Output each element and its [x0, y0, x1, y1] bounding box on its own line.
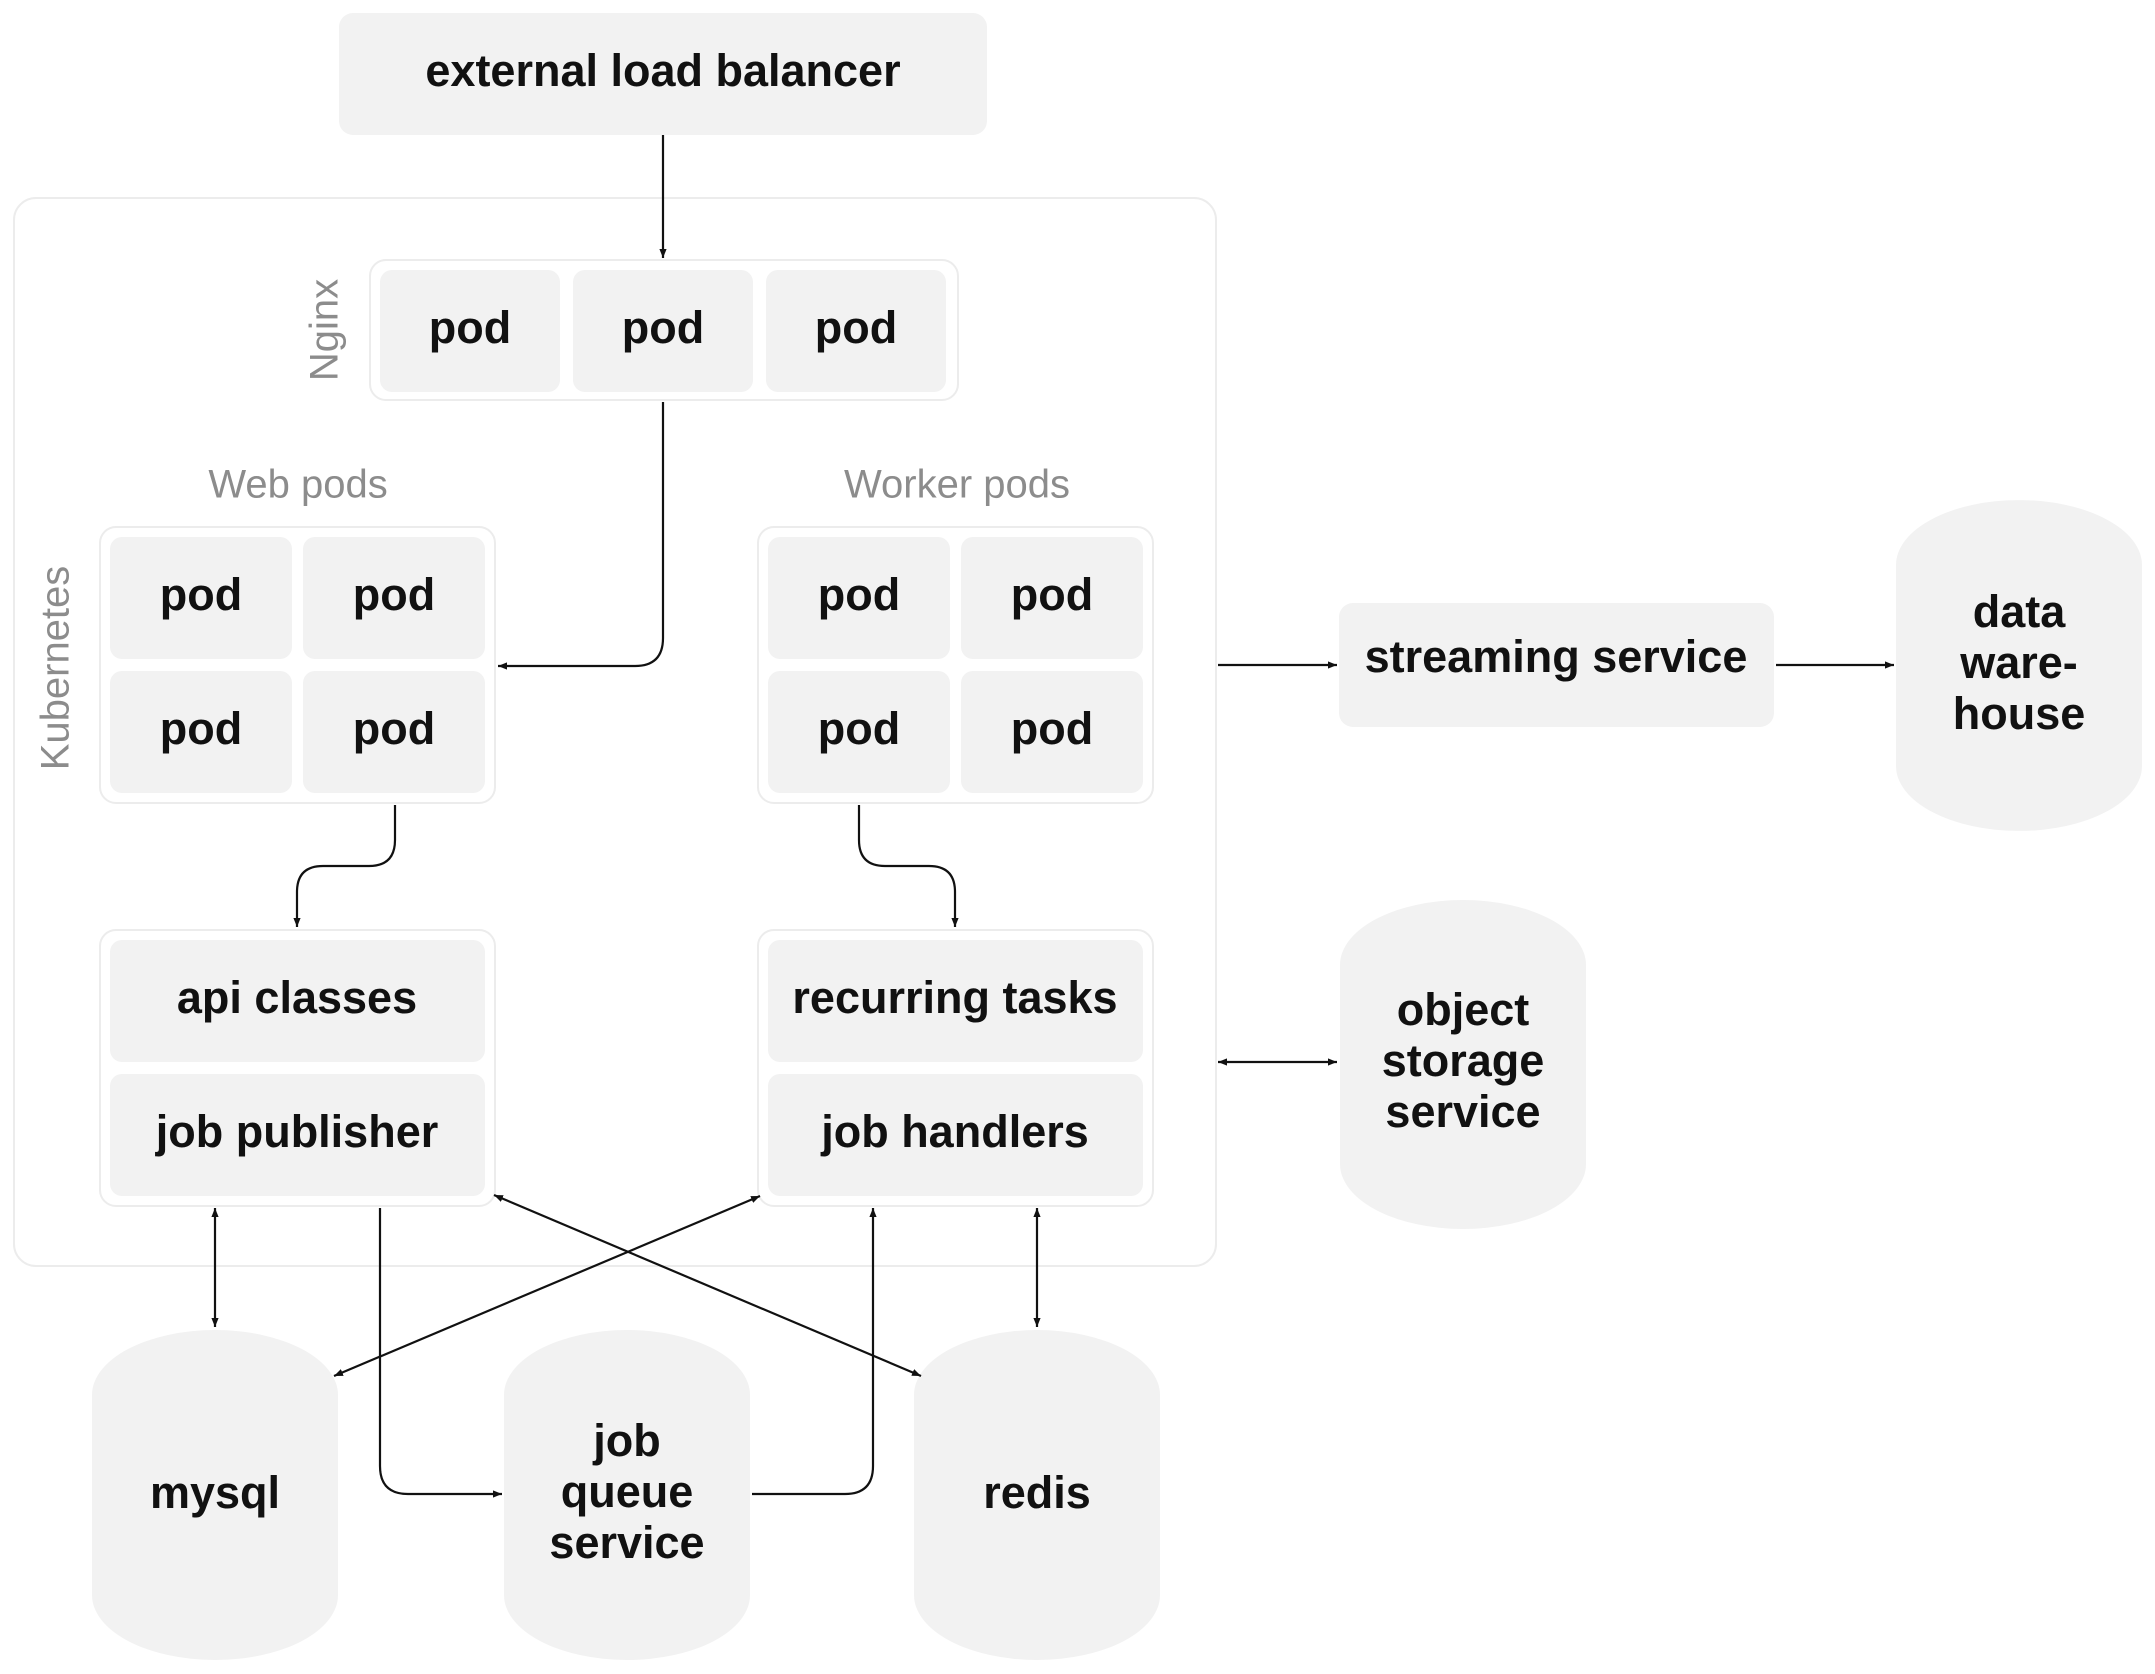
worker-pod-2: pod	[1011, 569, 1093, 620]
web-pods-group: pod pod pod pod	[99, 526, 496, 804]
object-storage-line-1: object	[1397, 984, 1530, 1035]
redis-node: redis	[914, 1330, 1160, 1660]
job-publisher-label: job publisher	[155, 1106, 439, 1157]
nginx-pod-1: pod	[429, 302, 511, 353]
edge-publisher-to-queue	[378, 1208, 502, 1498]
worker-pod-1: pod	[818, 569, 900, 620]
recurring-tasks-label: recurring tasks	[792, 972, 1117, 1023]
web-code-group: api classes job publisher	[99, 929, 496, 1207]
nginx-pod-2: pod	[622, 302, 704, 353]
edge-nginx-to-web-pods	[498, 402, 665, 670]
data-warehouse-node: data ware- house	[1896, 500, 2142, 831]
object-storage-line-2: storage	[1382, 1035, 1545, 1086]
kubernetes-label: Kubernetes	[34, 566, 78, 771]
web-pod-2: pod	[353, 569, 435, 620]
streaming-service-node: streaming service	[1339, 603, 1774, 727]
job-queue-line-1: job	[592, 1415, 660, 1466]
mysql-node: mysql	[92, 1330, 338, 1660]
object-storage-node: object storage service	[1340, 900, 1586, 1229]
nginx-label: Nginx	[303, 279, 347, 381]
web-pod-1: pod	[160, 569, 242, 620]
worker-code-group: recurring tasks job handlers	[757, 929, 1154, 1207]
web-pod-3: pod	[160, 703, 242, 754]
streaming-service-label: streaming service	[1365, 631, 1748, 682]
nginx-group: Nginx pod pod pod	[303, 259, 959, 401]
data-warehouse-line-3: house	[1953, 688, 2086, 739]
job-queue-line-3: service	[549, 1517, 704, 1568]
edge-queue-to-handlers	[752, 1208, 877, 1496]
data-warehouse-line-1: data	[1973, 586, 2067, 637]
job-queue-node: job queue service	[504, 1330, 750, 1660]
web-pods-label: Web pods	[208, 463, 387, 507]
edge-web-redis	[493, 1193, 922, 1378]
nginx-pod-3: pod	[815, 302, 897, 353]
load-balancer-node: external load balancer	[339, 13, 987, 135]
data-warehouse-line-2: ware-	[1959, 637, 2078, 688]
worker-pod-4: pod	[1011, 703, 1093, 754]
web-pod-4: pod	[353, 703, 435, 754]
edge-worker-pods-to-tasks	[857, 805, 959, 927]
api-classes-label: api classes	[177, 972, 417, 1023]
worker-pod-3: pod	[818, 703, 900, 754]
worker-pods-group: pod pod pod pod	[757, 526, 1154, 804]
load-balancer-label: external load balancer	[425, 45, 900, 96]
object-storage-line-3: service	[1385, 1086, 1540, 1137]
job-handlers-label: job handlers	[820, 1106, 1089, 1157]
job-queue-line-2: queue	[561, 1466, 694, 1517]
mysql-label: mysql	[150, 1467, 280, 1518]
redis-label: redis	[983, 1467, 1091, 1518]
edge-web-pods-to-api	[293, 805, 397, 927]
worker-pods-label: Worker pods	[844, 463, 1070, 507]
